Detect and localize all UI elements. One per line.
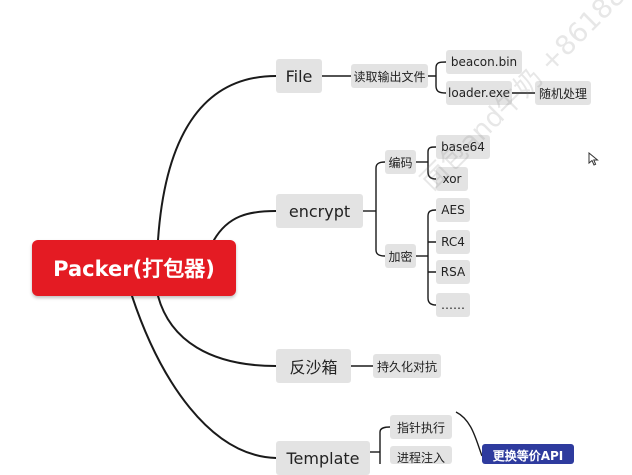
node-crypt[interactable]: 加密 — [385, 244, 416, 268]
node-anti-sandbox[interactable]: 反沙箱 — [276, 349, 351, 383]
mouse-cursor-icon — [588, 152, 599, 166]
node-aes[interactable]: AES — [436, 198, 470, 222]
connector-read-bins — [428, 61, 447, 94]
node-pointer-exec[interactable]: 指针执行 — [390, 415, 452, 439]
node-encode[interactable]: 编码 — [385, 150, 416, 174]
node-xor[interactable]: xor — [436, 167, 468, 191]
node-template[interactable]: Template — [276, 441, 370, 475]
node-rc4[interactable]: RC4 — [436, 230, 470, 254]
node-more[interactable]: …… — [436, 293, 470, 317]
node-persistence[interactable]: 持久化对抗 — [373, 354, 441, 378]
mindmap-connectors — [131, 61, 535, 464]
node-process-inject[interactable]: 进程注入 — [390, 446, 452, 465]
node-base64[interactable]: base64 — [436, 135, 490, 159]
connector-root-encrypt — [213, 210, 277, 241]
node-read-output-file[interactable]: 读取输出文件 — [351, 64, 428, 88]
connector-root-template — [131, 295, 277, 459]
connector-crypt-split — [427, 209, 437, 306]
connector-encode-split — [427, 146, 437, 180]
connector-template-split — [379, 426, 391, 464]
connector-root-file — [157, 75, 277, 241]
node-random-process[interactable]: 随机处理 — [535, 81, 591, 105]
root-node-packer[interactable]: Packer(打包器) — [32, 240, 236, 296]
node-replace-api[interactable]: 更换等价API — [482, 444, 574, 464]
connector-encrypt-split — [375, 161, 386, 257]
node-encrypt[interactable]: encrypt — [276, 194, 363, 228]
node-rsa[interactable]: RSA — [436, 260, 470, 284]
node-file[interactable]: File — [276, 59, 322, 93]
connector-root-sandbox — [157, 295, 277, 367]
node-beacon-bin[interactable]: beacon.bin — [446, 50, 522, 74]
connector-bracket — [455, 411, 483, 457]
node-loader-exe[interactable]: loader.exe — [446, 81, 512, 105]
